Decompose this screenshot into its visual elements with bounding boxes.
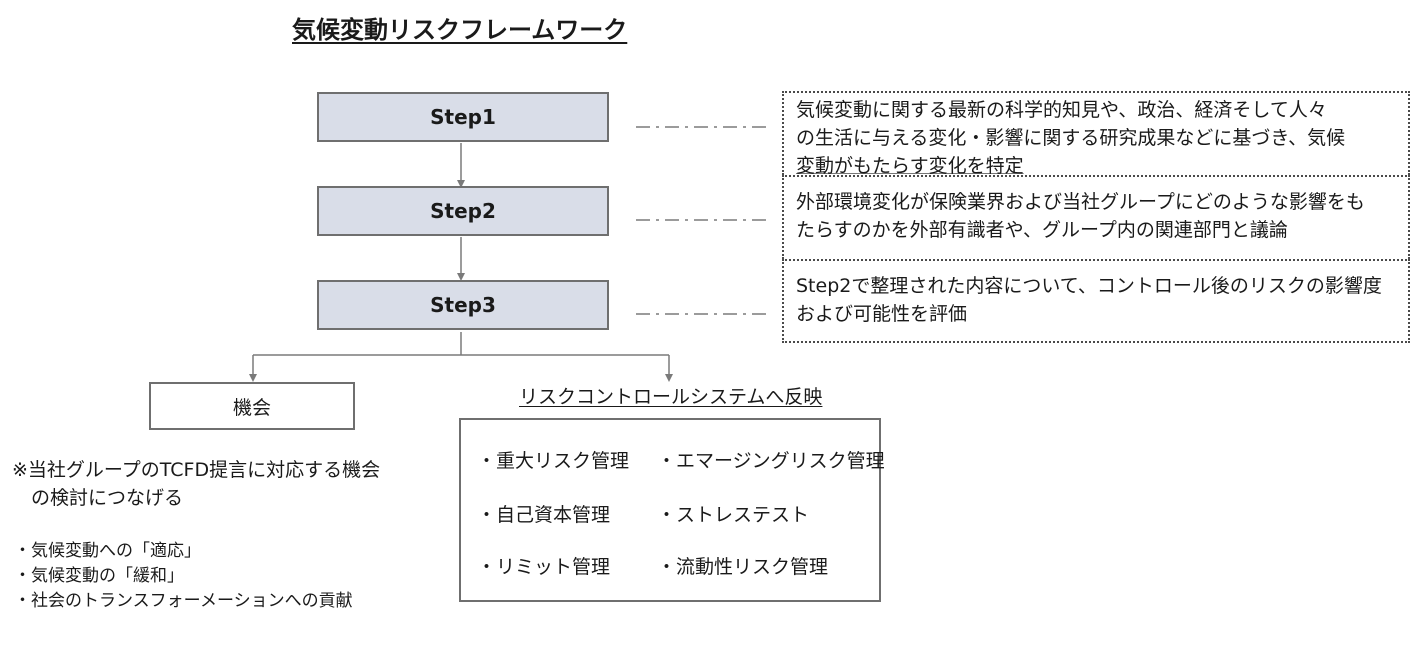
step3-desc-line: Step2で整理された内容について、コントロール後のリスクの影響度 bbox=[796, 275, 1382, 297]
note-line: ※当社グループのTCFD提言に対応する機会 bbox=[12, 459, 381, 481]
opportunity-bullets: ・気候変動への「適応」 ・気候変動の「緩和」 ・社会のトランスフォーメーションへ… bbox=[14, 539, 353, 614]
step2-desc-line: たらすのかを外部有識者や、グループ内の関連部門と議論 bbox=[796, 219, 1288, 241]
step3-desc-line: および可能性を評価 bbox=[796, 303, 968, 325]
step2-description: 外部環境変化が保険業界および当社グループにどのような影響をも たらすのかを外部有… bbox=[782, 175, 1410, 259]
risk-control-item: ・重大リスク管理 bbox=[477, 450, 630, 472]
step2-desc-line: 外部環境変化が保険業界および当社グループにどのような影響をも bbox=[796, 191, 1365, 213]
risk-control-box: ・重大リスク管理 ・エマージングリスク管理 ・自己資本管理 ・ストレステスト ・… bbox=[459, 418, 885, 602]
opportunity-note: ※当社グループのTCFD提言に対応する機会 の検討につなげる bbox=[12, 456, 380, 512]
step1-desc-line: 気候変動に関する最新の科学的知見や、政治、経済そして人々 bbox=[796, 99, 1327, 121]
step1-desc-line: 変動がもたらす変化を特定 bbox=[796, 155, 1024, 175]
step1-description: 気候変動に関する最新の科学的知見や、政治、経済そして人々 の生活に与える変化・影… bbox=[782, 91, 1410, 175]
step3-box: Step3 bbox=[317, 280, 609, 330]
step2-box: Step2 bbox=[317, 186, 609, 236]
bullet-item: ・気候変動への「適応」 bbox=[14, 541, 201, 561]
risk-control-item: ・リミット管理 bbox=[477, 556, 611, 578]
bullet-item: ・気候変動の「緩和」 bbox=[14, 566, 184, 586]
risk-control-item: ・ストレステスト bbox=[657, 504, 810, 526]
risk-control-item: ・エマージングリスク管理 bbox=[657, 450, 885, 472]
step1-desc-line: の生活に与える変化・影響に関する研究成果などに基づき、気候 bbox=[796, 127, 1346, 149]
page-title: 気候変動リスクフレームワーク bbox=[292, 16, 628, 44]
note-line: の検討につなげる bbox=[12, 487, 184, 509]
opportunity-box: 機会 bbox=[149, 382, 355, 430]
step3-description: Step2で整理された内容について、コントロール後のリスクの影響度 および可能性… bbox=[782, 259, 1410, 343]
risk-control-title: リスクコントロールシステムへ反映 bbox=[519, 386, 823, 408]
bullet-item: ・社会のトランスフォーメーションへの貢献 bbox=[14, 591, 353, 611]
step1-box: Step1 bbox=[317, 92, 609, 142]
risk-control-item: ・流動性リスク管理 bbox=[657, 556, 829, 578]
risk-control-item: ・自己資本管理 bbox=[477, 504, 611, 526]
